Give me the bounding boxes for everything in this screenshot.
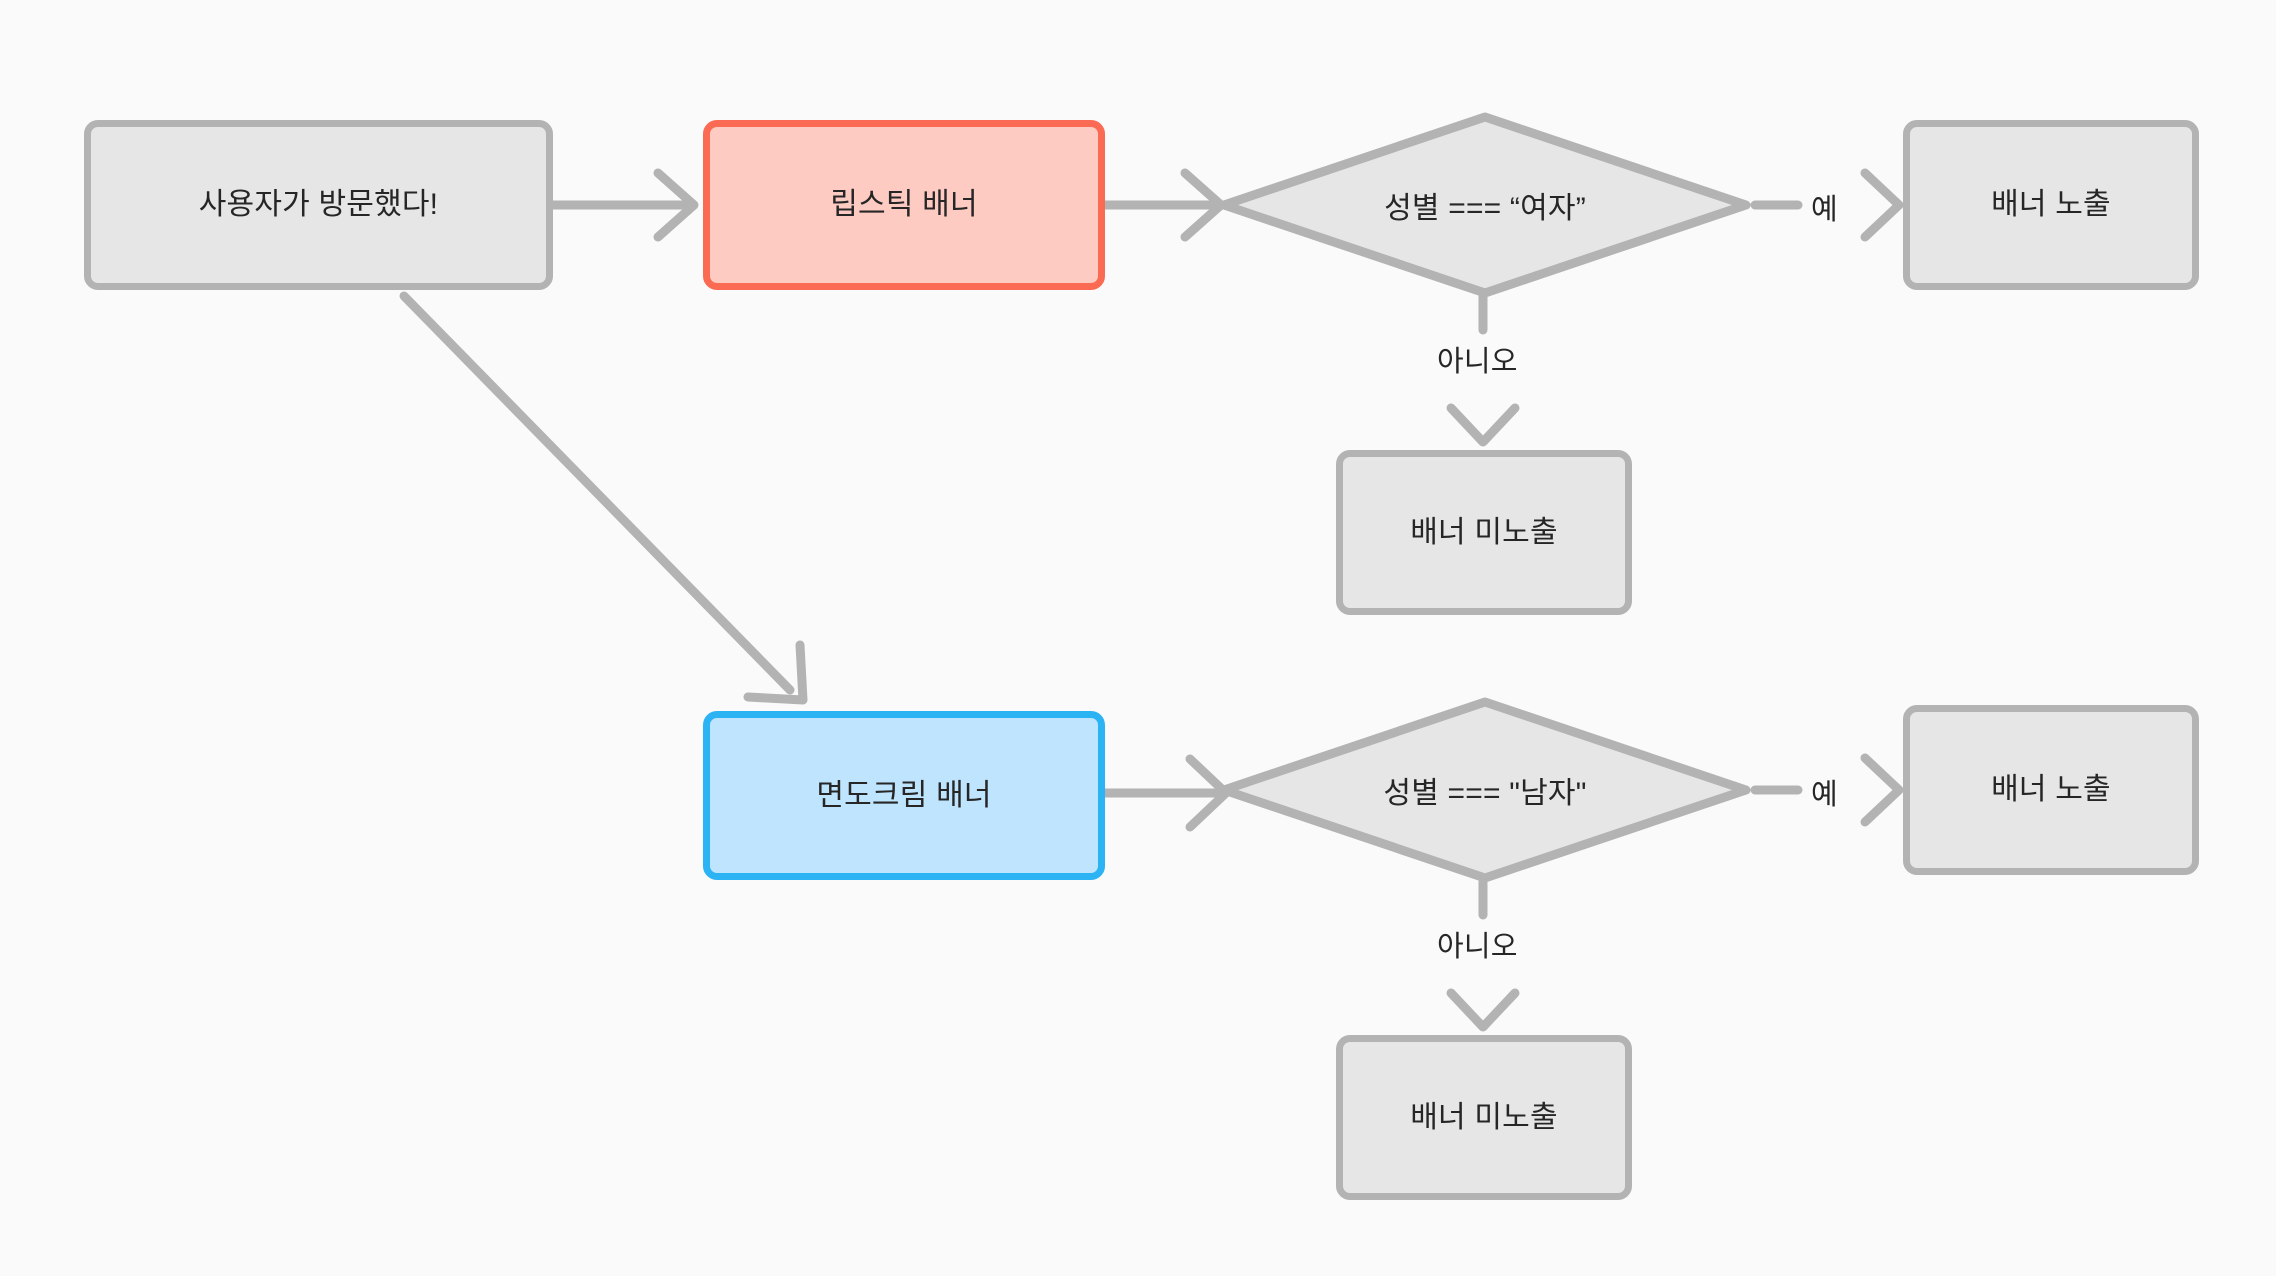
node-label: 립스틱 배너: [830, 188, 978, 222]
edge-cond-male-yes-head: [1860, 753, 1904, 827]
edge-label-no-top: 아니오: [1437, 346, 1518, 378]
node-user-visited[interactable]: 사용자가 방문했다!: [84, 120, 553, 290]
node-label: 배너 노출: [1991, 773, 2111, 807]
edge-label-yes-bottom: 예: [1811, 779, 1838, 811]
node-condition-male[interactable]: 성별 === "남자": [1215, 693, 1755, 887]
edge-visit-to-lipstick-head: [653, 168, 699, 242]
node-label: 성별 === "남자": [1383, 777, 1587, 810]
edge-visit-to-shaving-head: [743, 640, 808, 705]
node-lipstick-banner[interactable]: 립스틱 배너: [703, 120, 1105, 290]
node-label: 사용자가 방문했다!: [198, 188, 439, 222]
edge-label-no-bottom: 아니오: [1437, 931, 1518, 963]
node-label: 배너 미노출: [1410, 1100, 1558, 1134]
edge-cond-female-yes-head: [1860, 168, 1904, 242]
node-label: 면도크림 배너: [816, 778, 992, 812]
edge-cond-male-no-head: [1446, 988, 1520, 1032]
node-condition-female[interactable]: 성별 === “여자”: [1215, 108, 1755, 302]
edge-cond-female-no-head: [1446, 403, 1520, 447]
node-label: 배너 노출: [1991, 188, 2111, 222]
node-hide-banner-male[interactable]: 배너 미노출: [1336, 1035, 1632, 1200]
edge-label-yes-top: 예: [1811, 194, 1838, 226]
node-label: 배너 미노출: [1410, 515, 1558, 549]
node-hide-banner-female[interactable]: 배너 미노출: [1336, 450, 1632, 615]
node-label: 성별 === “여자”: [1384, 192, 1586, 225]
edge-visit-to-shaving: [399, 291, 795, 695]
node-shaving-cream-banner[interactable]: 면도크림 배너: [703, 711, 1105, 880]
node-show-banner-female[interactable]: 배너 노출: [1903, 120, 2199, 290]
node-show-banner-male[interactable]: 배너 노출: [1903, 705, 2199, 875]
